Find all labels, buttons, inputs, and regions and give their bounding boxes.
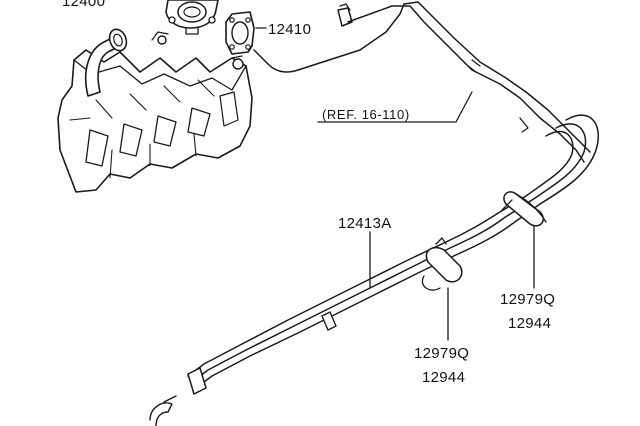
- label-12944-right: 12944: [508, 315, 551, 332]
- label-12410: 12410: [268, 21, 311, 38]
- label-12400: 12400: [62, 0, 105, 10]
- gasket: [225, 11, 255, 55]
- intake-manifold: [57, 28, 253, 193]
- label-12979q-center: 12979Q: [414, 345, 469, 362]
- label-12413a: 12413A: [338, 215, 392, 232]
- label-12979q-right: 12979Q: [500, 291, 555, 308]
- leader-lines: [255, 27, 535, 341]
- hose-fitting-top: [337, 3, 353, 27]
- label-reference: (REF. 16-110): [322, 107, 410, 122]
- label-12944-center: 12944: [422, 369, 465, 386]
- main-hose-bundle: [149, 114, 599, 426]
- upper-hose: [253, 1, 591, 163]
- throttle-body: [165, 0, 219, 35]
